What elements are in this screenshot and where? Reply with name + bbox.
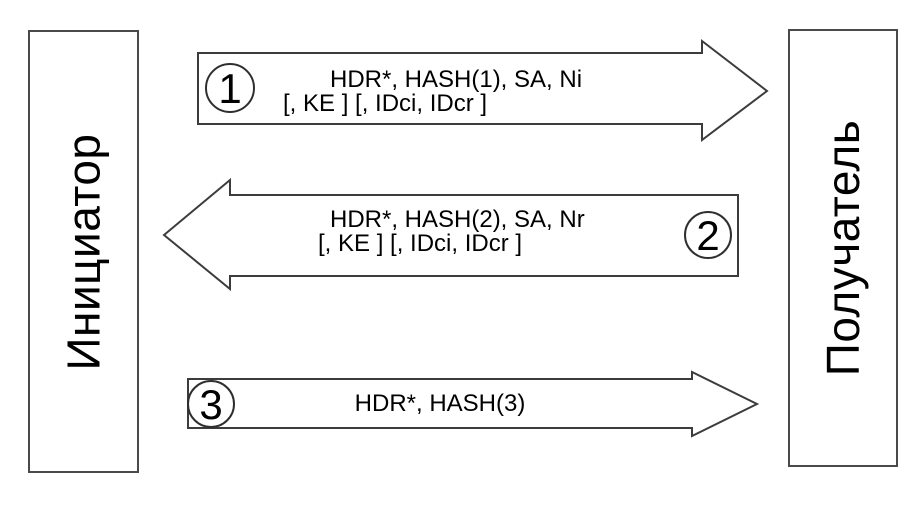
- message2-left-arrow: [162, 177, 739, 292]
- message3-number-circle: [187, 380, 235, 428]
- message2-number: 2: [696, 212, 719, 259]
- initiator-box: Инициатор: [28, 30, 139, 473]
- message1-number: 1: [218, 65, 241, 112]
- message1-payload-line1: HDR*, HASH(1), SA, Ni: [330, 66, 583, 93]
- message3-number: 3: [199, 381, 222, 428]
- message1-right-arrow: [197, 38, 769, 143]
- message2-payload-line1: HDR*, HASH(2), SA, Nr: [330, 206, 585, 233]
- message3-payload-line1: HDR*, HASH(3): [354, 390, 526, 417]
- message1-number-circle: [205, 63, 255, 113]
- message2-payload-line2: [, KE ] [, IDci, IDcr ]: [318, 230, 523, 257]
- message3-right-arrow: [187, 370, 760, 438]
- message1-payload-line2: [, KE ] [, IDci, IDcr ]: [283, 90, 488, 117]
- message2-number-circle: [684, 211, 732, 259]
- receiver-box: Получатель: [788, 29, 898, 467]
